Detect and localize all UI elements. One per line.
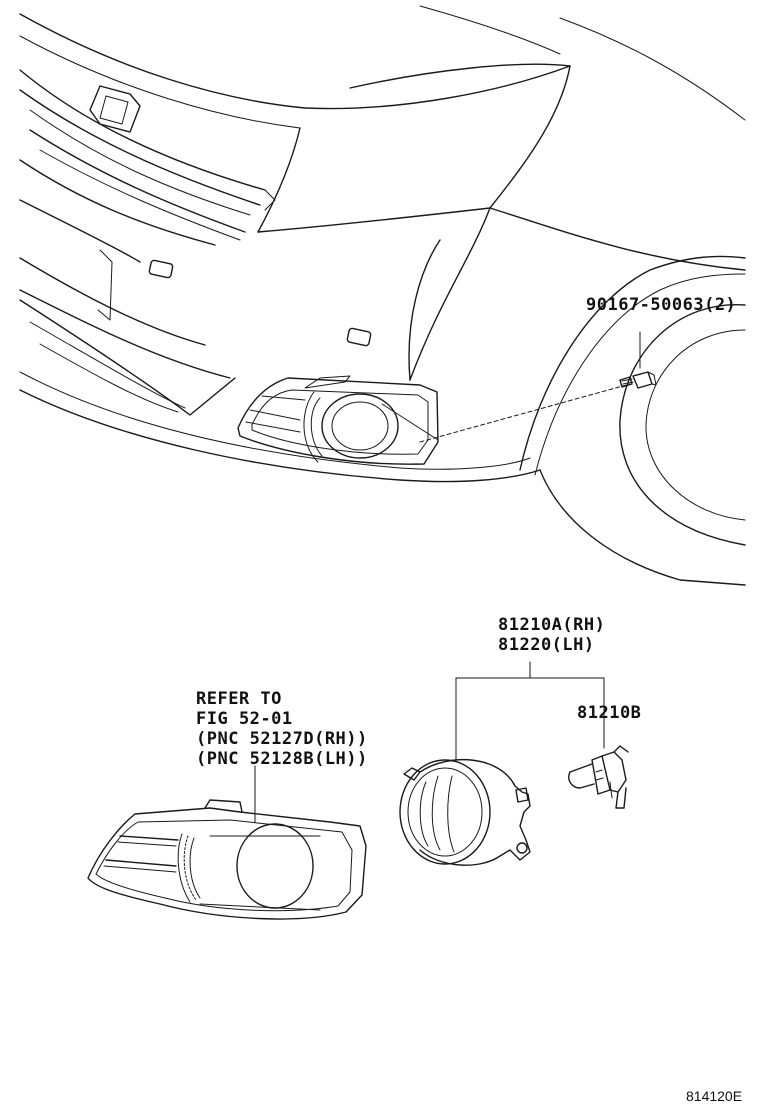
car-front-bumper-illustration	[19, 5, 746, 586]
refer-note-line-3: (PNC 52127D(RH))	[196, 729, 368, 749]
bezel-cover-icon	[87, 765, 367, 920]
diagram-id: 814120E	[686, 1088, 743, 1104]
fog-lamp-icon	[399, 661, 605, 866]
bulb-icon	[568, 699, 629, 809]
bulb-part-number: 81210B	[577, 703, 642, 723]
fog-lamp-lh-part-number: 81220(LH)	[498, 635, 595, 655]
refer-note-line-4: (PNC 52128B(LH))	[196, 749, 368, 769]
refer-note-line-2: FIG 52-01	[196, 709, 293, 729]
bolt-part-number: 90167-50063(2)	[586, 295, 737, 315]
refer-note-line-1: REFER TO	[196, 689, 282, 709]
fog-lamp-rh-part-number: 81210A(RH)	[498, 615, 606, 635]
bolt-icon	[619, 331, 657, 389]
